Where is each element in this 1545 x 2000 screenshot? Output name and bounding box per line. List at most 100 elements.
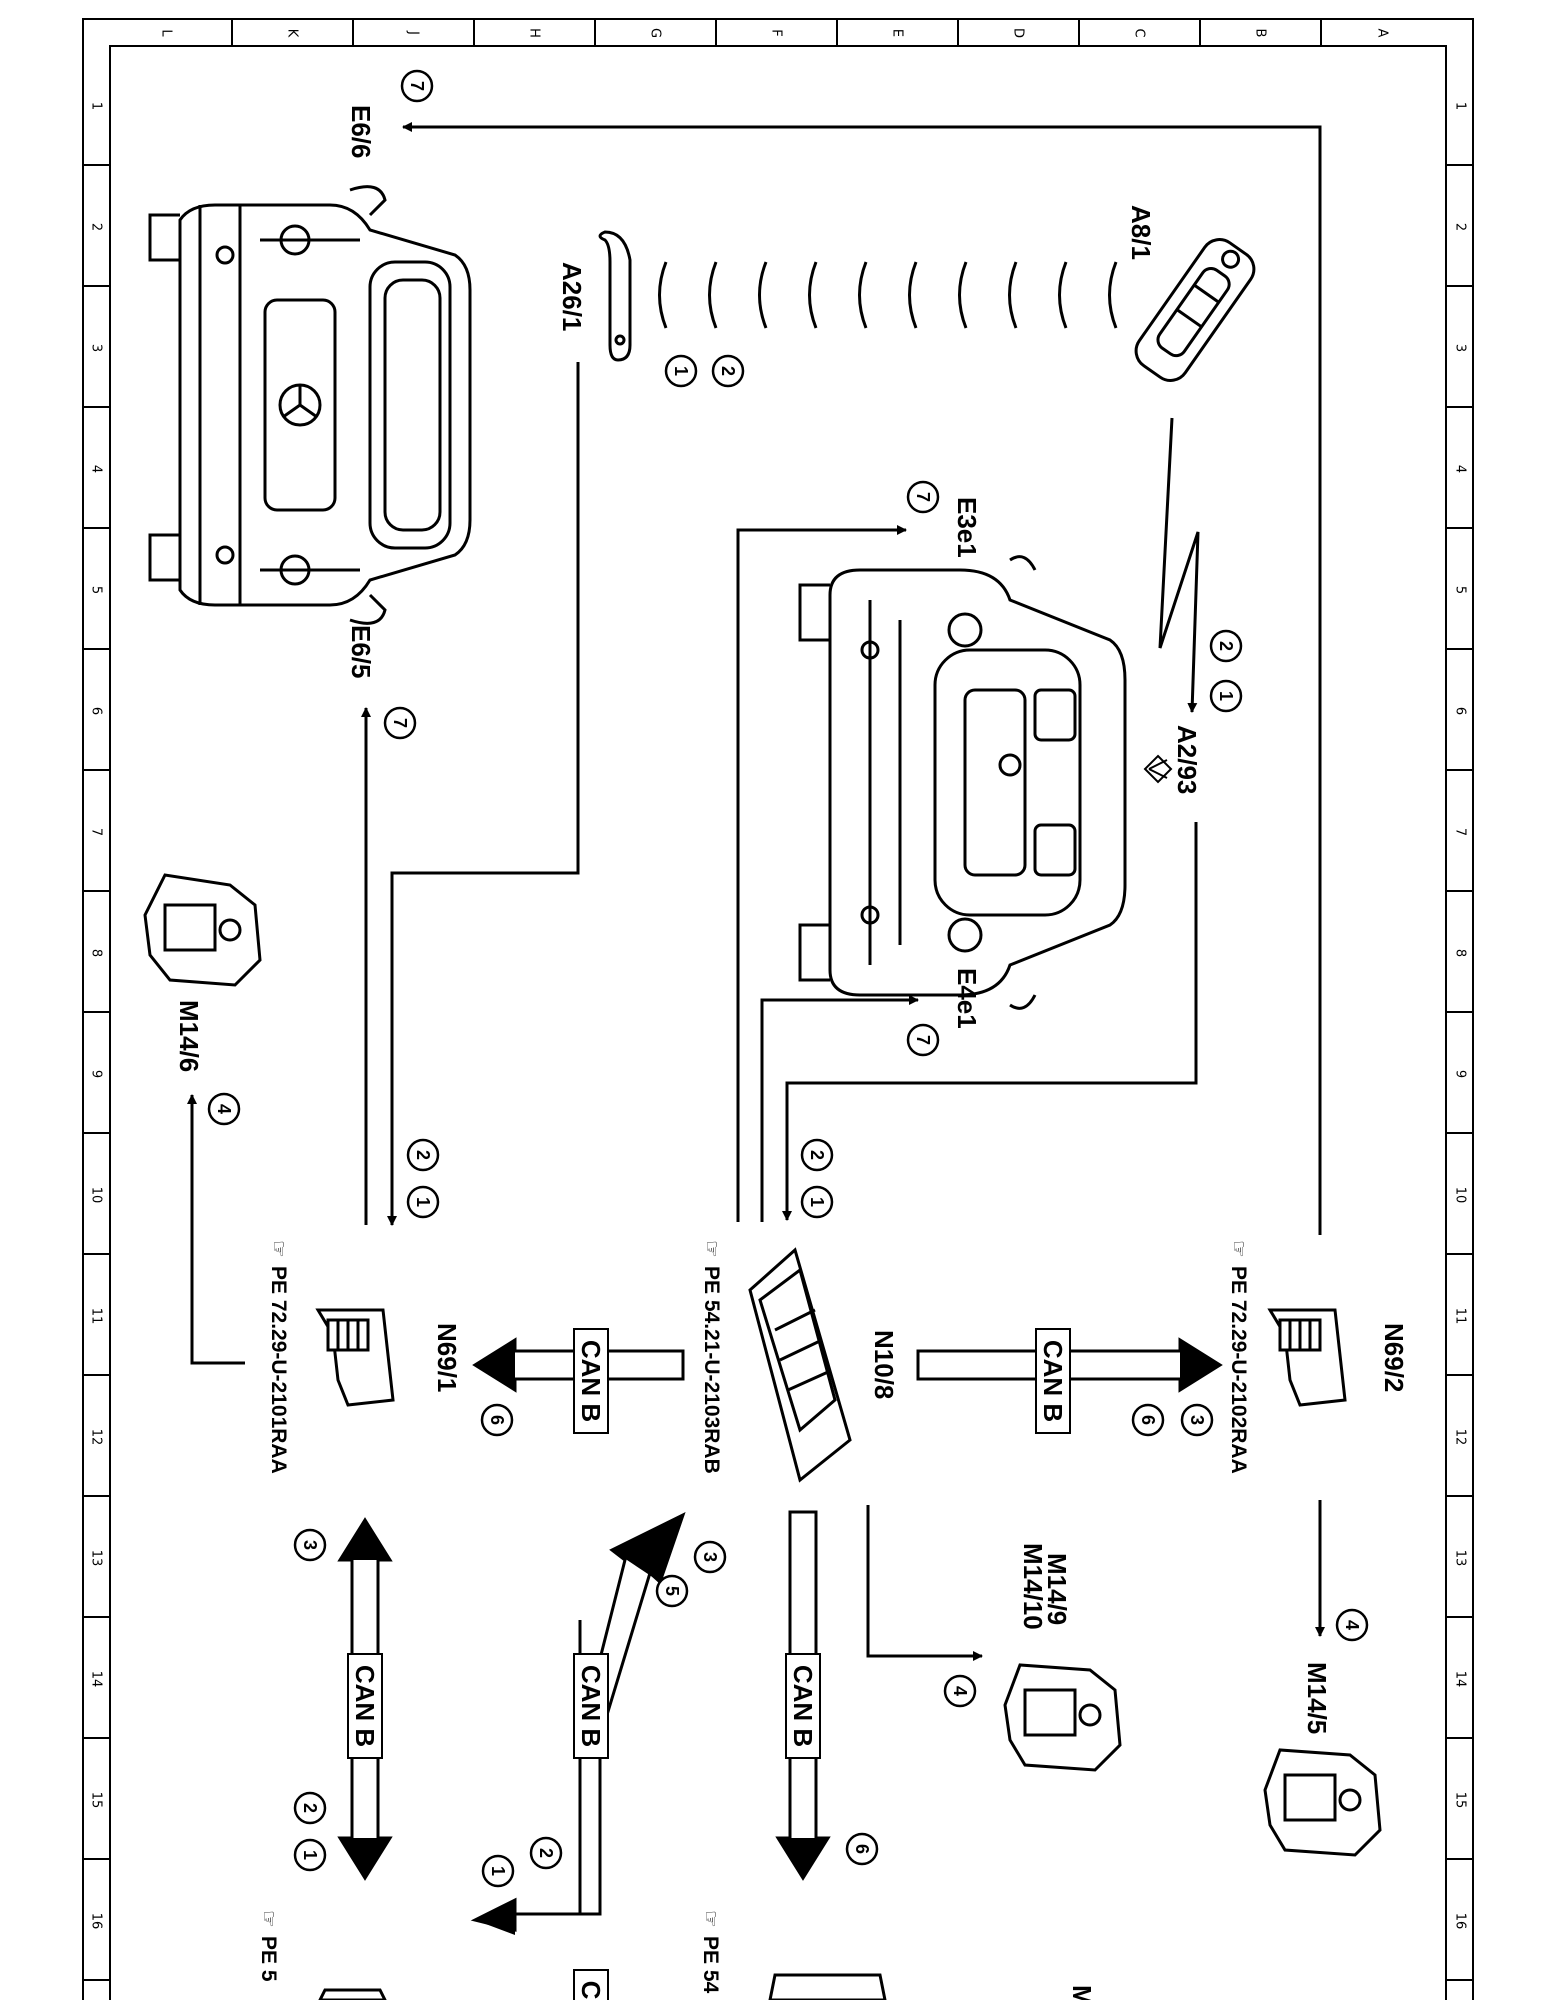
motor-icon: [143, 873, 262, 987]
grid-letter: B: [1253, 29, 1268, 38]
step-number: 6: [487, 1415, 507, 1425]
grid-number: 9: [89, 1070, 104, 1078]
grid-number: 8: [89, 949, 104, 957]
grid-letter: L: [159, 29, 174, 37]
grid-number: 11: [89, 1308, 104, 1325]
step-number: 1: [488, 1866, 508, 1876]
can-b-label: CAN B: [573, 1328, 609, 1434]
grid-number: 8: [1453, 949, 1468, 957]
grid-letter: A: [1375, 29, 1390, 38]
grid-letter: C: [1132, 28, 1147, 37]
door-module-icon: [315, 1308, 395, 1407]
ref-bottom-1: PE 5: [257, 1936, 280, 1982]
ref-n69-1: PE 72.29-U-2101RAA: [267, 1266, 290, 1474]
label-m14-5: M14/5: [1302, 1662, 1332, 1734]
grid-number: 12: [89, 1429, 104, 1446]
key-fob-icon: [1134, 238, 1256, 382]
grid-number-labels-right: 1 2 3 4 5 6 7 8 9 10 11 12 13 14 15 16: [1453, 102, 1468, 1929]
step-number: 7: [913, 1035, 933, 1045]
step-number: 1: [1216, 691, 1236, 701]
grid-number: 16: [89, 1913, 104, 1930]
grid-letter: H: [527, 28, 542, 38]
grid-number: 10: [1453, 1187, 1468, 1204]
can-b-label-partial: C: [573, 1969, 609, 2000]
label-a2-93: A2/93: [1172, 725, 1202, 794]
can-label-boxes: CAN B CAN B CAN B CAN B CAN B C: [347, 1328, 1071, 2000]
diagram-frame: [82, 18, 1474, 2000]
grid-number: 13: [89, 1550, 104, 1567]
grid-number: 15: [89, 1792, 104, 1809]
motor-icon: [1003, 1663, 1122, 1772]
svg-text:CAN B: CAN B: [788, 1665, 818, 1747]
line-a8-1-radio-to-a2-93: [1158, 417, 1200, 713]
label-e6-5: E6/5: [346, 625, 376, 679]
line-n10-8-to-m14-9: [866, 1505, 983, 1661]
label-a8-1: A8/1: [1126, 205, 1156, 260]
hand-icon: ☞: [700, 1240, 722, 1258]
can-b-label: CAN B: [573, 1653, 609, 1759]
grid-number: 1: [1453, 102, 1468, 110]
grid-number: 7: [89, 828, 104, 836]
car-front-view-icon: [798, 555, 1127, 1010]
step-number: 4: [214, 1104, 234, 1114]
step-number: 2: [718, 366, 738, 376]
grid-number: 6: [89, 707, 104, 715]
grid-number: 9: [1453, 1070, 1468, 1078]
label-n10-8: N10/8: [869, 1330, 899, 1399]
grid-number: 10: [89, 1187, 104, 1204]
label-e4e1: E4e1: [952, 968, 982, 1029]
step-number: 7: [407, 81, 427, 91]
door-module-icon: [318, 1973, 887, 2000]
grid-letter: K: [285, 29, 300, 38]
svg-text:CAN B: CAN B: [576, 1665, 606, 1747]
step-number: 1: [413, 1197, 433, 1207]
grid-number: 5: [1453, 586, 1468, 594]
can-b-label: CAN B: [785, 1653, 821, 1759]
component-labels: A8/1 A26/1 A2/93 E6/6 E6/5 E3e1 E4e1 M14…: [174, 105, 1409, 2000]
label-m14-6: M14/6: [174, 1000, 204, 1072]
step-number: 3: [700, 1552, 720, 1562]
door-handle-icon: [598, 230, 632, 362]
step-markers: 7 2 1 7 2 1 7 7 4 2 1 2 1 3 6 6 3 2 1 3 …: [207, 69, 1369, 1888]
antenna-symbol-icon: [1143, 754, 1173, 784]
grid-ticks: [83, 19, 1473, 1981]
arrow-heads: [340, 1340, 1220, 1935]
grid-number: 11: [1453, 1308, 1468, 1325]
grid-letter: J: [406, 30, 421, 35]
line-n69-2-to-e6-6: [402, 122, 1322, 1235]
grid-number-labels-left: 1 2 3 4 5 6 7 8 9 10 11 12 13 14 15 16: [89, 102, 104, 1929]
step-number: 3: [1187, 1415, 1207, 1425]
label-a26-1: A26/1: [557, 262, 587, 331]
step-number: 3: [300, 1540, 320, 1550]
line-n10-8-to-e4e1: [760, 995, 919, 1222]
grid-number: 7: [1453, 828, 1468, 836]
hand-icon: ☞: [267, 1240, 289, 1258]
step-number: 4: [1342, 1620, 1362, 1630]
grid-number: 14: [89, 1671, 104, 1688]
hand-icon: ☞: [1227, 1240, 1249, 1258]
label-n69-2: N69/2: [1379, 1323, 1409, 1392]
line-n69-1-to-m14-6: [187, 1094, 245, 1365]
hand-icon: ☞: [699, 1910, 721, 1928]
grid-letter: F: [769, 29, 784, 36]
label-e6-6: E6/6: [346, 105, 376, 159]
step-number: 2: [807, 1150, 827, 1160]
grid-letter-labels: L K J H G F E D C B A: [159, 28, 1390, 38]
control-unit-icon: [748, 1247, 852, 1483]
step-number: 2: [536, 1848, 556, 1858]
can-bus-arrows: [337, 1337, 1223, 1932]
step-number: 2: [413, 1150, 433, 1160]
ref-n69-2: PE 72.29-U-2102RAA: [1227, 1266, 1250, 1474]
label-e3e1: E3e1: [952, 497, 982, 558]
label-partial-m: M: [1067, 1985, 1097, 2000]
grid-number: 5: [89, 586, 104, 594]
ref-n10-8: PE 54.21-U-2103RAB: [700, 1266, 723, 1474]
step-number: 7: [390, 718, 410, 728]
step-number: 4: [950, 1686, 970, 1696]
grid-letter: G: [648, 28, 663, 38]
radio-waves: [658, 261, 1118, 329]
svg-text:CAN B: CAN B: [576, 1340, 606, 1422]
line-a2-93-to-n10-8: [782, 822, 1198, 1221]
grid-number: 6: [1453, 707, 1468, 715]
grid-number: 15: [1453, 1792, 1468, 1809]
